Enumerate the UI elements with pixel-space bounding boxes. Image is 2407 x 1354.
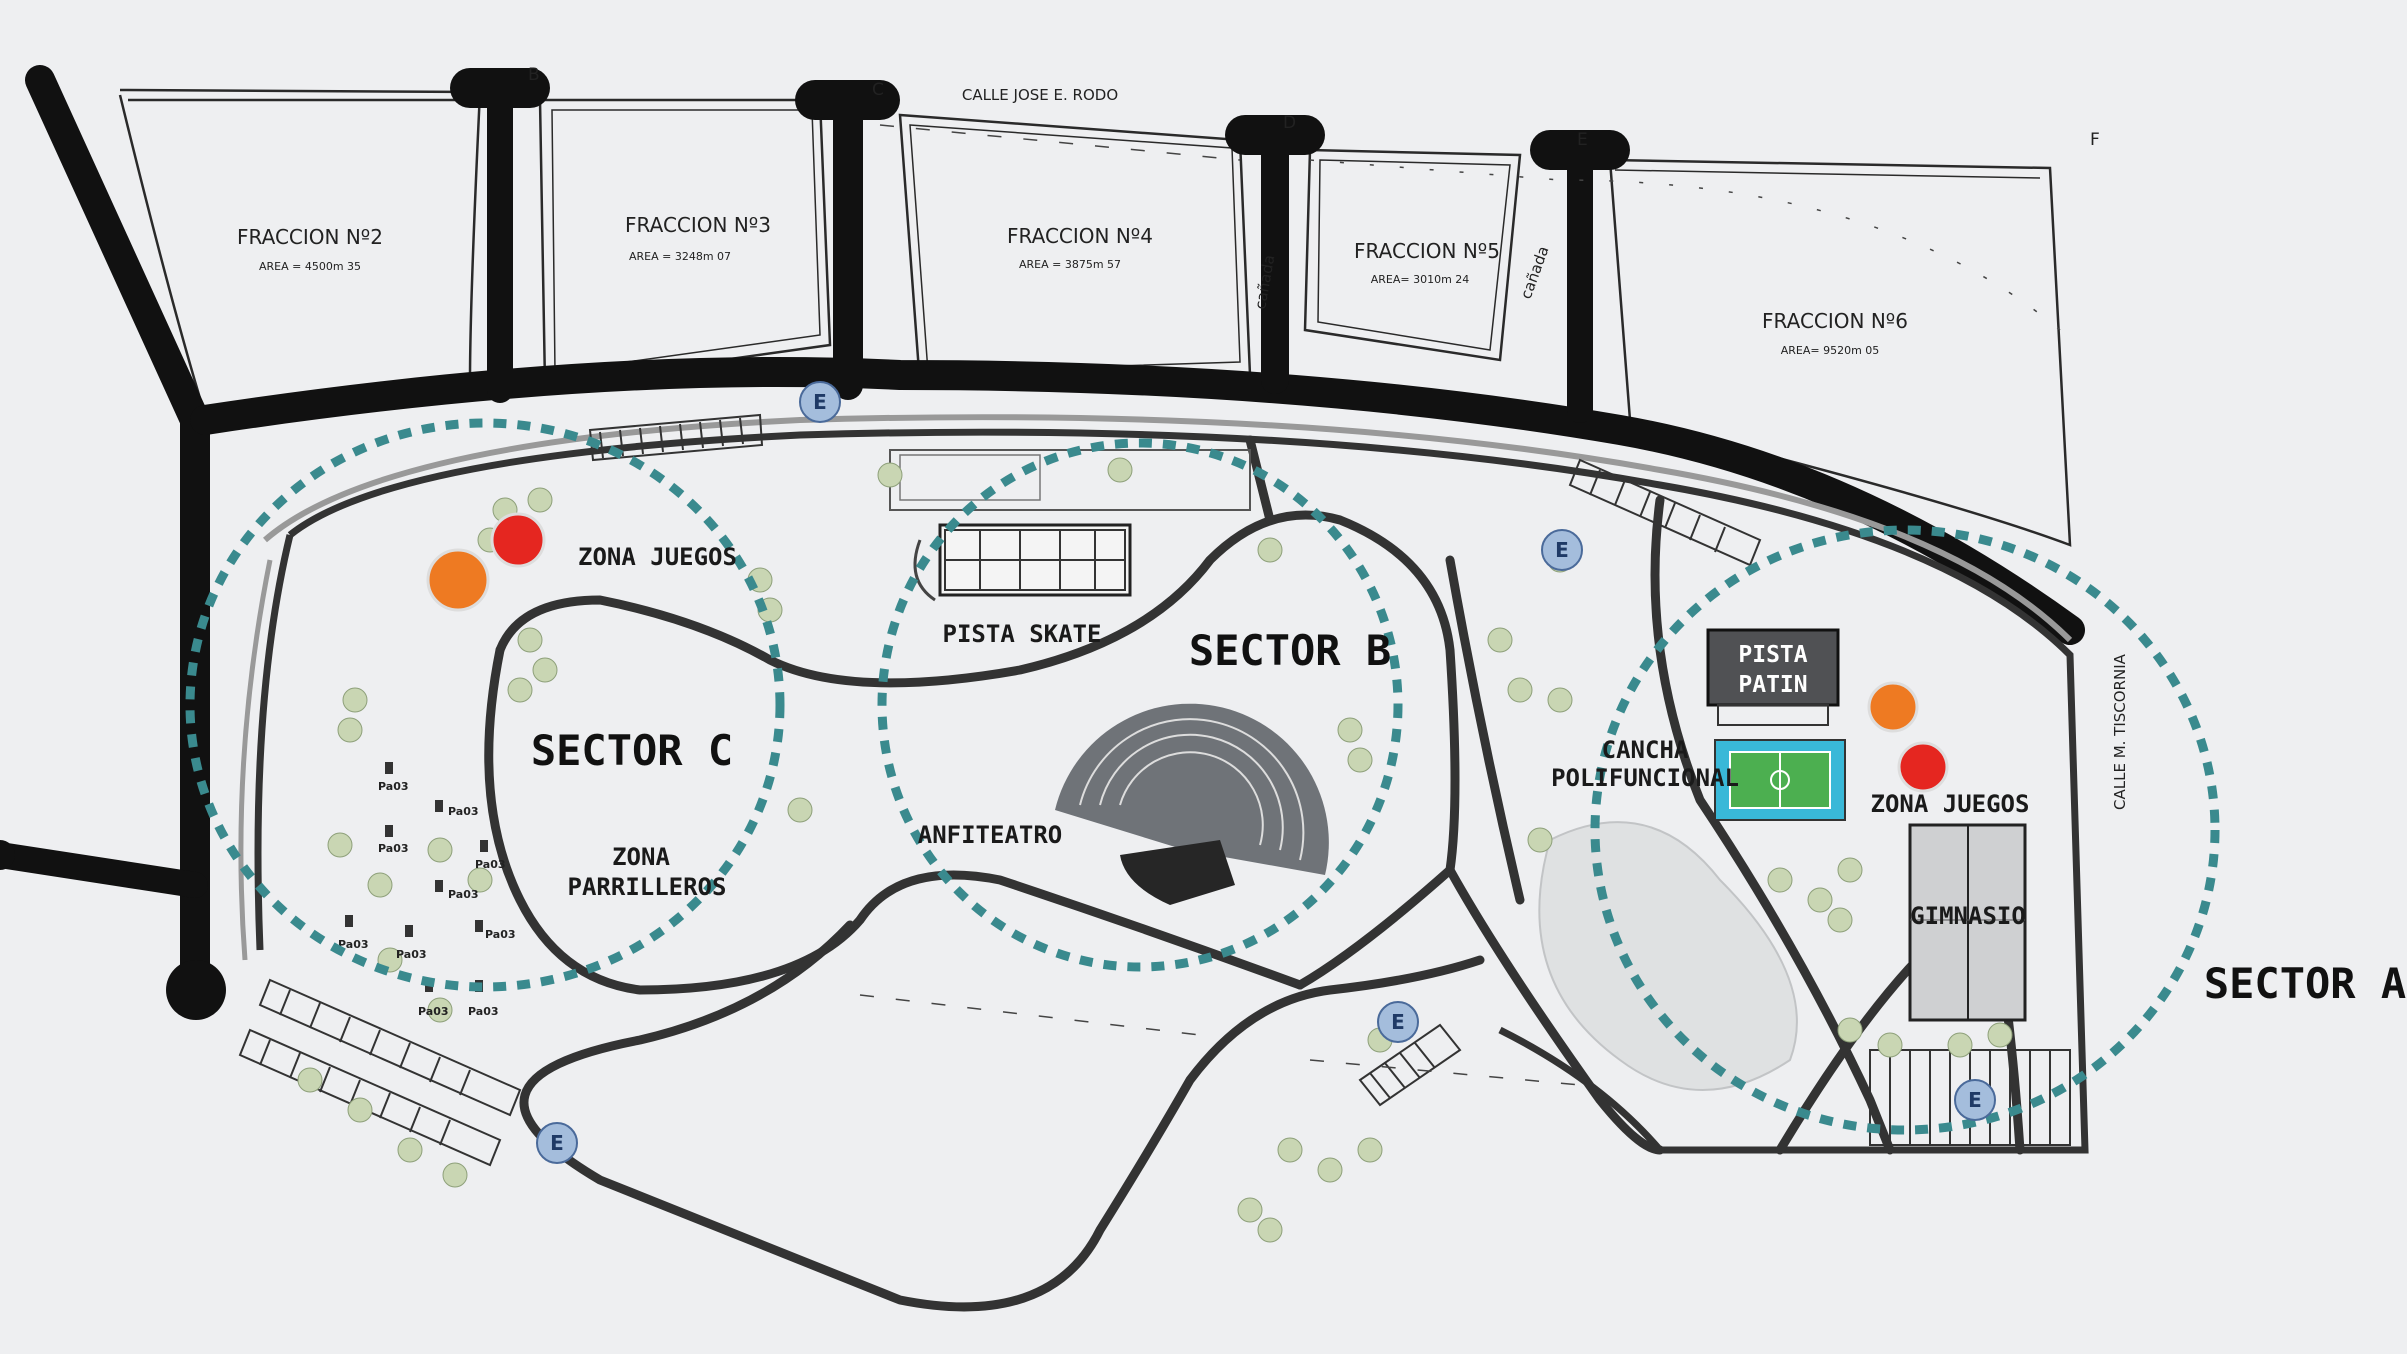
grill-label: Pa03	[485, 928, 516, 941]
grill-label: Pa03	[475, 858, 506, 871]
zona-juegos-c-label: ZONA JUEGOS	[578, 543, 737, 571]
cancha-label-2: POLIFUNCIONAL	[1551, 764, 1739, 792]
sector-circles	[185, 418, 2220, 1135]
anfiteatro-label: ANFITEATRO	[918, 821, 1063, 849]
point-letter-f: F	[2090, 130, 2100, 150]
svg-text:E: E	[550, 1131, 564, 1155]
entrance-marker: E	[536, 1122, 578, 1164]
play-orange-east	[1867, 681, 1919, 733]
grill-label: Pa03	[448, 805, 479, 818]
plot-name-4: FRACCION Nº4	[1007, 224, 1153, 248]
point-letter-c: C	[872, 80, 884, 100]
pista-patin-label-1: PISTA	[1738, 642, 1807, 668]
grill-label: Pa03	[338, 938, 369, 951]
sector-b-circle	[877, 438, 1403, 972]
grill-label: Pa03	[418, 1005, 449, 1018]
cancha-label-1: CANCHA	[1602, 736, 1689, 764]
plot-area-6: AREA= 9520m 05	[1781, 344, 1880, 357]
entrance-marker: E	[1541, 529, 1583, 571]
plot-name-5: FRACCION Nº5	[1354, 239, 1500, 263]
plot-name-3: FRACCION Nº3	[625, 213, 771, 237]
svg-text:E: E	[1555, 538, 1569, 562]
point-letter-d: D	[1283, 113, 1296, 133]
plot-area-4: AREA = 3875m 57	[1019, 258, 1121, 271]
sector-c-circle	[185, 418, 785, 992]
sector-a-circle	[1590, 525, 2220, 1135]
pista-patin-board: PISTA PATIN	[1706, 628, 1840, 726]
street-tiscornia: CALLE M. TISCORNIA	[2111, 653, 2129, 810]
point-letters: B C D E F	[528, 65, 2100, 150]
svg-text:E: E	[813, 390, 827, 414]
sector-c-label: SECTOR C	[531, 726, 733, 775]
zona-juegos-a-label: ZONA JUEGOS	[1871, 790, 2030, 818]
grill-label: Pa03	[378, 780, 409, 793]
grill-label: Pa03	[468, 1005, 499, 1018]
zona-parrilleros-label-1: ZONA	[612, 843, 670, 871]
svg-text:E: E	[1391, 1010, 1405, 1034]
grill-label: Pa03	[378, 842, 409, 855]
pavement-marks	[859, 124, 2061, 1086]
plot-area-5: AREA= 3010m 24	[1371, 273, 1470, 286]
perimeter-roads	[0, 65, 2085, 1020]
gym-building	[1908, 823, 2027, 1022]
plot-name-6: FRACCION Nº6	[1762, 309, 1908, 333]
svg-text:E: E	[1968, 1088, 1982, 1112]
play-red-east	[1897, 741, 1949, 793]
sports-court	[1714, 739, 1846, 821]
plot-labels: FRACCION Nº2 AREA = 4500m 35 FRACCION Nº…	[237, 213, 1908, 357]
zone-labels: ZONA JUEGOS ZONA PARRILLEROS PISTA SKATE…	[568, 543, 2030, 930]
entrance-marker: E	[1954, 1079, 1996, 1121]
sector-a-label: SECTOR A	[2204, 959, 2406, 1008]
entrance-marker: E	[1377, 1001, 1419, 1043]
grill-label: Pa03	[396, 948, 427, 961]
entrance-marker: E	[799, 381, 841, 423]
grill-label: Pa03	[448, 888, 479, 901]
street-jose-e-rodo: CALLE JOSE E. RODO	[962, 86, 1118, 104]
pista-patin-label-2: PATIN	[1738, 672, 1807, 698]
entrance-markers: E E E E E	[536, 381, 1996, 1164]
plot-area-3: AREA = 3248m 07	[629, 250, 731, 263]
play-orange-west	[426, 548, 490, 612]
parking-areas	[238, 413, 2071, 1167]
plot-area-2: AREA = 4500m 35	[259, 260, 361, 273]
sector-b-label: SECTOR B	[1189, 626, 1391, 675]
play-red-west	[490, 512, 546, 568]
play-equipment	[426, 512, 1949, 793]
sector-labels: SECTOR C SECTOR B SECTOR A	[531, 626, 2406, 1008]
plot-name-2: FRACCION Nº2	[237, 225, 383, 249]
zona-parrilleros-label-2: PARRILLEROS	[568, 873, 727, 901]
pista-skate-label: PISTA SKATE	[943, 620, 1102, 648]
point-letter-e: E	[1577, 130, 1588, 150]
gimnasio-label: GIMNASIO	[1910, 902, 2026, 930]
point-letter-b: B	[528, 65, 540, 85]
plot-outlines	[118, 88, 2072, 547]
amphitheatre	[1055, 703, 1329, 905]
